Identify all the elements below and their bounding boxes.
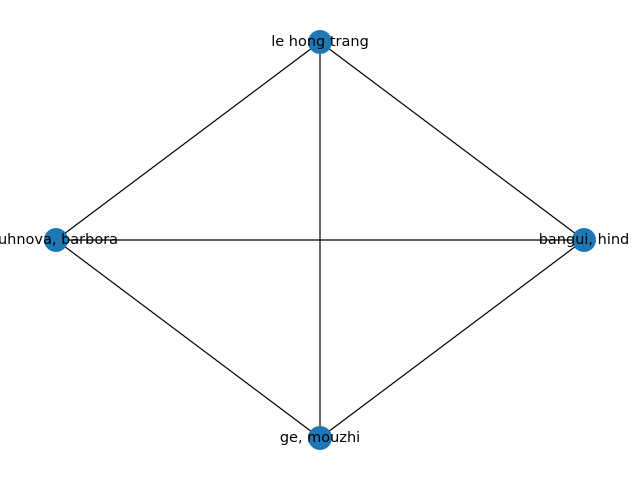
node-layer: [44, 30, 596, 450]
node-le-hong-trang: [308, 30, 332, 54]
edge-layer: [55, 41, 585, 439]
node-label-juhnova-barbora: juhnova, barbora: [0, 232, 118, 248]
edge-trang-barbora: [55, 41, 321, 241]
node-label-ge-mouzhi: ge, mouzhi: [280, 430, 360, 446]
edge-trang-hind: [319, 41, 585, 241]
edge-mouzhi-barbora: [55, 239, 321, 439]
node-ge-mouzhi: [308, 426, 332, 450]
label-layer: le hong trang bangui, hind ge, mouzhi ju…: [0, 34, 629, 446]
node-label-bangui-hind: bangui, hind: [539, 232, 630, 248]
node-bangui-hind: [572, 228, 596, 252]
edge-hind-mouzhi: [319, 239, 585, 439]
node-label-le-hong-trang: le hong trang: [271, 34, 369, 50]
node-juhnova-barbora: [44, 228, 68, 252]
